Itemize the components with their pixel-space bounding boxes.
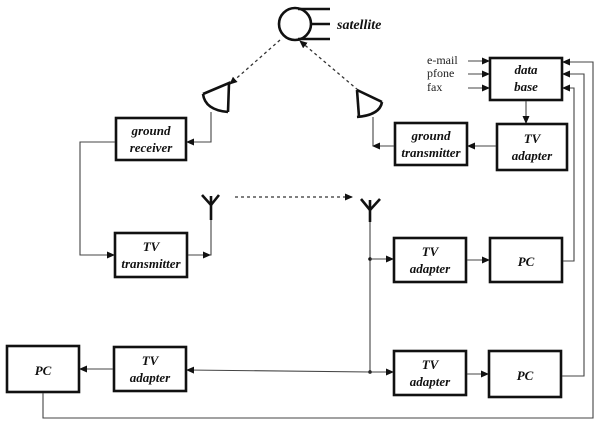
tv-adapter-mid-label-1: TV [422,244,440,259]
tv-transmitter-label-1: TV [143,239,161,254]
tv-transmitter-block [113,231,189,279]
downlink-arrow [229,39,281,85]
ground-receiver-label-1: ground [130,123,171,138]
ground-transmitter-block [393,121,469,167]
tv-adapter-bottom-right-label-2: adapter [410,374,451,389]
tv-adapter-bottom-right-label-1: TV [422,357,440,372]
data-base-block [488,56,564,102]
tv-adapter-top-label-1: TV [524,131,542,146]
pc-bottom-right-label: PC [517,368,534,383]
satellite-icon [277,6,330,42]
uplink-arrow [299,40,359,91]
pc-mid-block [488,236,564,284]
receive-antenna-icon [359,198,381,222]
tv-adapter-bottom-left-label-1: TV [142,353,160,368]
data-base-label-2: base [514,79,538,94]
input-phone: pfone [427,66,454,80]
satellite-label: satellite [336,18,381,33]
pc-bottom-left-label: PC [35,363,52,378]
tv-adapter-bottom-left-block [112,345,188,393]
return-line-pc-mid [562,84,575,262]
tv-adapter-mid-label-2: adapter [410,261,451,276]
transmit-dish-icon [355,88,384,119]
input-fax: fax [427,80,442,94]
pc-mid-label: PC [518,254,535,269]
ground-receiver-label-2: receiver [130,140,174,155]
transmit-antenna-icon [201,194,221,220]
tv-adapter-mid-block [392,236,468,284]
receive-dish-icon [201,81,231,114]
return-line-pc-bottom-left [42,58,594,419]
tv-adapter-top-block [495,122,569,172]
ground-receiver-block [114,116,188,162]
input-email: e-mail [427,53,458,67]
data-base-label-1: data [514,62,538,77]
tv-transmitter-label-2: transmitter [121,256,181,271]
return-line-pc-bottom-right [562,70,585,377]
pc-bottom-right-block [487,349,563,399]
tv-adapter-top-label-2: adapter [512,148,553,163]
tv-adapter-bottom-left-label-2: adapter [130,370,171,385]
ground-transmitter-label-1: ground [410,128,451,143]
tv-adapter-bottom-right-block [392,349,468,397]
ground-transmitter-label-2: transmitter [401,145,461,160]
